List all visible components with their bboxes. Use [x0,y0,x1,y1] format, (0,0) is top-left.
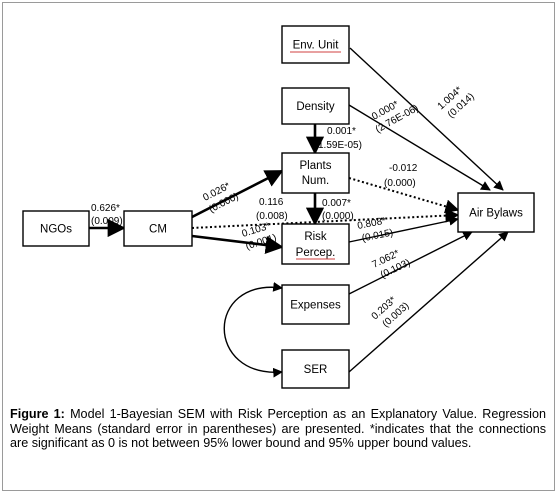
edge-density-air [348,104,491,191]
node-env-unit: Env. Unit [281,25,350,64]
node-density: Density [281,87,350,125]
coef-plants-air-value: -0.012 [389,163,418,174]
coef-plants-air-se: (0.000) [384,178,416,189]
node-expenses: Expenses [281,284,350,325]
edge-risk-air [348,216,459,243]
node-air-bylaws: Air Bylaws [457,192,535,233]
caption-label: Figure 1: [10,407,65,421]
coef-plants-risk-se: (0.000) [322,211,354,222]
coef-expenses-air: 7.062* (0.103) [370,248,412,281]
node-plants-num-label-2: Num. [302,175,329,187]
coef-cm-risk-direct-value: 0.116 [259,197,284,208]
figure-caption: Figure 1: Model 1-Bayesian SEM with Risk… [10,407,546,451]
coef-plants-risk-value: 0.007* [322,198,351,209]
edge-ser-air [348,231,509,373]
node-ser-label: SER [304,364,328,376]
edge-expenses-ser-covariance [223,282,283,378]
sem-diagram: Env. Unit Density Plants Num. NGOs CM Ri… [22,25,535,389]
node-air-bylaws-label: Air Bylaws [469,208,523,220]
coef-cm-risk-direct-se: (0.008) [256,211,288,222]
node-plants-num: Plants Num. [281,152,350,194]
coef-plants-air: -0.012 (0.000) [384,163,418,189]
coef-ngos-cm: 0.626* (0.009) [91,203,123,227]
node-density-label: Density [296,101,335,113]
edge-env-air [349,47,504,191]
edges [89,47,509,378]
coef-risk-air-value: 0.808* [356,216,387,232]
node-env-unit-label: Env. Unit [293,40,340,52]
coef-risk-air: 0.808* (0.015) [356,216,394,245]
coef-density-plants-value: 0.001* [327,126,356,137]
coef-density-air: 0.000* (2.76E-06) [370,99,420,136]
edge-plants-air-dotted [348,177,460,214]
caption-text: Model 1-Bayesian SEM with Risk Perceptio… [10,407,546,451]
node-plants-num-label-1: Plants [300,160,332,172]
coef-density-plants-se: 1.59E-05) [318,140,362,151]
node-cm-label: CM [149,224,167,236]
node-risk-percep-label-2: Percep. [296,247,336,259]
node-risk-percep-label-1: Risk [304,231,327,243]
coef-ser-air: 0.203* (0.003) [370,295,412,330]
edge-cm-plants [191,169,284,219]
coef-env-air: 1.004* (0.014) [436,85,477,121]
edge-cm-risk [191,234,284,255]
nodes: Env. Unit Density Plants Num. NGOs CM Ri… [22,25,535,389]
coef-ngos-cm-value: 0.626* [91,203,120,214]
coef-density-plants: 0.001* 1.59E-05) [318,126,362,151]
node-ngos: NGOs [22,210,90,247]
node-cm: CM [123,210,193,247]
node-ser: SER [281,349,350,389]
coef-plants-risk: 0.007* (0.000) [322,198,354,222]
node-expenses-label: Expenses [290,300,341,312]
coef-ngos-cm-se: (0.009) [91,216,123,227]
coef-cm-risk-direct: 0.116 (0.008) [256,197,288,222]
edge-cm-air-dotted [191,208,460,229]
node-risk-percep: Risk Percep. [281,223,350,265]
edge-expenses-air [348,231,473,295]
node-ngos-label: NGOs [40,224,72,236]
